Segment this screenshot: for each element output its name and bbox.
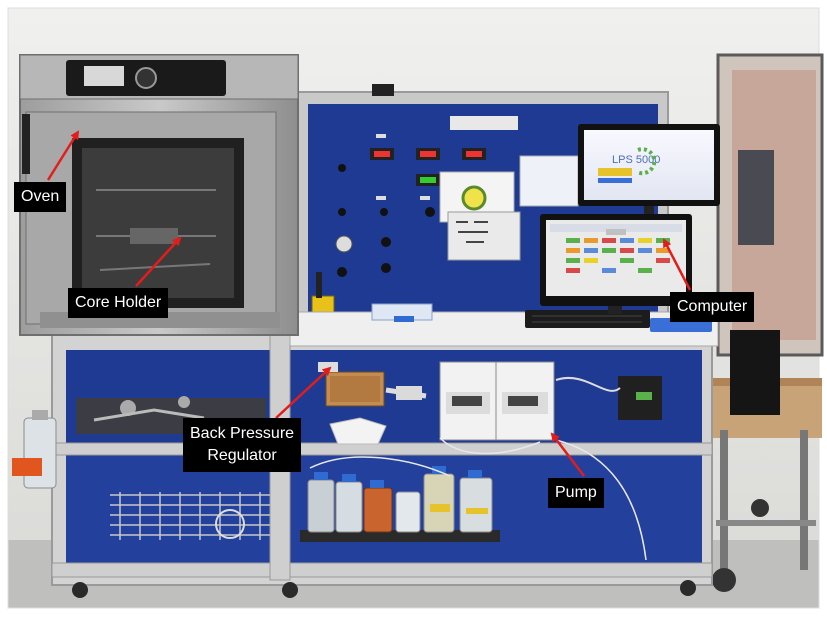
label-core-holder-text: Core Holder [75, 294, 162, 311]
arrow-computer [662, 238, 692, 291]
label-back-pressure-regulator: Back Pressure Regulator [183, 418, 302, 472]
label-core-holder: Core Holder [68, 288, 169, 318]
monitor-logo-text: LPS 5000 [612, 154, 660, 166]
label-oven: Oven [14, 182, 67, 212]
label-bpr-line2: Regulator [207, 447, 277, 464]
label-computer-text: Computer [677, 298, 748, 315]
pc-tower [730, 330, 780, 415]
arrow-back-pressure-regulator [275, 366, 332, 419]
side-bottle [23, 417, 57, 489]
label-bpr-line1: Back Pressure [190, 425, 295, 442]
label-computer: Computer [670, 292, 755, 322]
arrow-pump [550, 432, 585, 477]
keyboard [525, 310, 650, 328]
oven-knob [135, 67, 157, 89]
bottles [307, 466, 493, 533]
software-buttons [566, 238, 670, 273]
arrow-core-holder [135, 236, 182, 287]
label-pump-text: Pump [555, 484, 597, 501]
arrow-oven [46, 130, 80, 181]
label-pump: Pump [548, 478, 604, 508]
annotation-arrows [46, 130, 692, 477]
label-oven-text: Oven [21, 188, 60, 205]
